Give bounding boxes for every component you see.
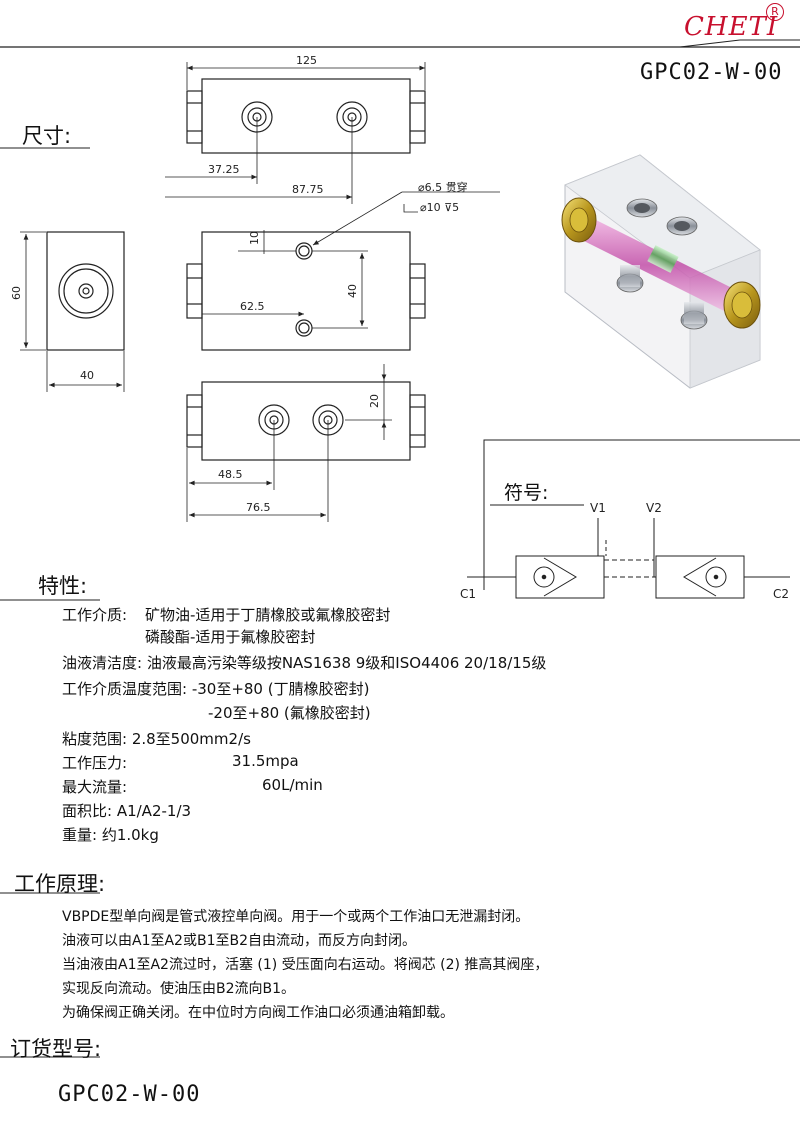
principle-line-5: 为确保阀正确关闭。在中位时方向阀工作油口必须通油箱卸载。 — [62, 1005, 454, 1021]
dim-76-5: 76.5 — [246, 501, 271, 514]
area-ratio: 面积比: A1/A2-1/3 — [62, 802, 192, 820]
dim-125: 125 — [296, 54, 317, 67]
medium-label: 工作介质: — [62, 606, 128, 624]
dim-60: 60 — [10, 286, 23, 300]
dimensions-title: 尺寸: — [22, 124, 72, 148]
symbol-c1: C1 — [460, 587, 476, 601]
registered-mark: R — [766, 3, 784, 21]
dim-87-75: 87.75 — [292, 183, 324, 196]
medium-mineral-oil: 矿物油-适用于丁腈橡胶或氟橡胶密封 — [145, 606, 391, 624]
symbol-title: 符号: — [504, 482, 549, 504]
principle-line-1: VBPDE型单向阀是管式液控单向阀。用于一个或两个工作油口无泄漏封闭。 — [62, 909, 530, 925]
dim-10: 10 — [248, 231, 261, 245]
cleanliness: 油液清洁度: 油液最高污染等级按NAS1638 9级和ISO4406 20/18… — [62, 654, 547, 672]
bottom-view — [186, 364, 426, 522]
viscosity-range: 粘度范围: 2.8至500mm2/s — [62, 730, 251, 748]
order-model-number: GPC02-W-00 — [58, 1082, 201, 1107]
order-title: 订货型号: — [10, 1037, 102, 1061]
flow-value: 60L/min — [262, 776, 323, 794]
header-divider — [0, 39, 800, 48]
symbol-v2: V2 — [646, 501, 662, 515]
section-frame — [0, 439, 800, 1058]
features-title: 特性: — [38, 574, 88, 598]
hole-note-counterbore: ⌀10 ⊽5 — [420, 201, 459, 214]
flow-label: 最大流量: — [62, 778, 128, 796]
principle-line-2: 油液可以由A1至A2或B1至B2自由流动，而反方向封闭。 — [62, 933, 416, 949]
principle-line-3: 当油液由A1至A2流过时，活塞 (1) 受压面向右运动。将阀芯 (2) 推高其阀… — [62, 957, 549, 973]
pressure-value: 31.5mpa — [232, 752, 299, 770]
top-view — [165, 62, 426, 204]
principle-line-4: 实现反向流动。使油压由B2流向B1。 — [62, 981, 296, 997]
hydraulic-symbol — [467, 518, 790, 599]
front-view — [186, 191, 500, 351]
pressure-label: 工作压力: — [62, 754, 128, 772]
dim-48-5: 48.5 — [218, 468, 243, 481]
dim-40-vertical: 40 — [346, 284, 359, 298]
temperature-range-fkm: -20至+80 (氟橡胶密封) — [208, 704, 371, 722]
valve-3d-render — [561, 154, 761, 389]
weight: 重量: 约1.0kg — [62, 826, 159, 844]
principle-title: 工作原理: — [14, 872, 106, 896]
medium-phosphate-ester: 磷酸酯-适用于氟橡胶密封 — [145, 628, 316, 646]
dim-62-5: 62.5 — [240, 300, 265, 313]
dim-37-25: 37.25 — [208, 163, 240, 176]
brand-logo: CHETI — [684, 12, 779, 42]
dim-40-width: 40 — [80, 369, 94, 382]
model-number-header: GPC02-W-00 — [640, 60, 783, 85]
temperature-range-nbr: 工作介质温度范围: -30至+80 (丁腈橡胶密封) — [62, 680, 370, 698]
side-view — [20, 231, 125, 392]
symbol-c2: C2 — [773, 587, 789, 601]
hole-note-through: ⌀6.5 贯穿 — [418, 180, 468, 194]
symbol-v1: V1 — [590, 501, 606, 515]
dim-20: 20 — [368, 394, 381, 408]
